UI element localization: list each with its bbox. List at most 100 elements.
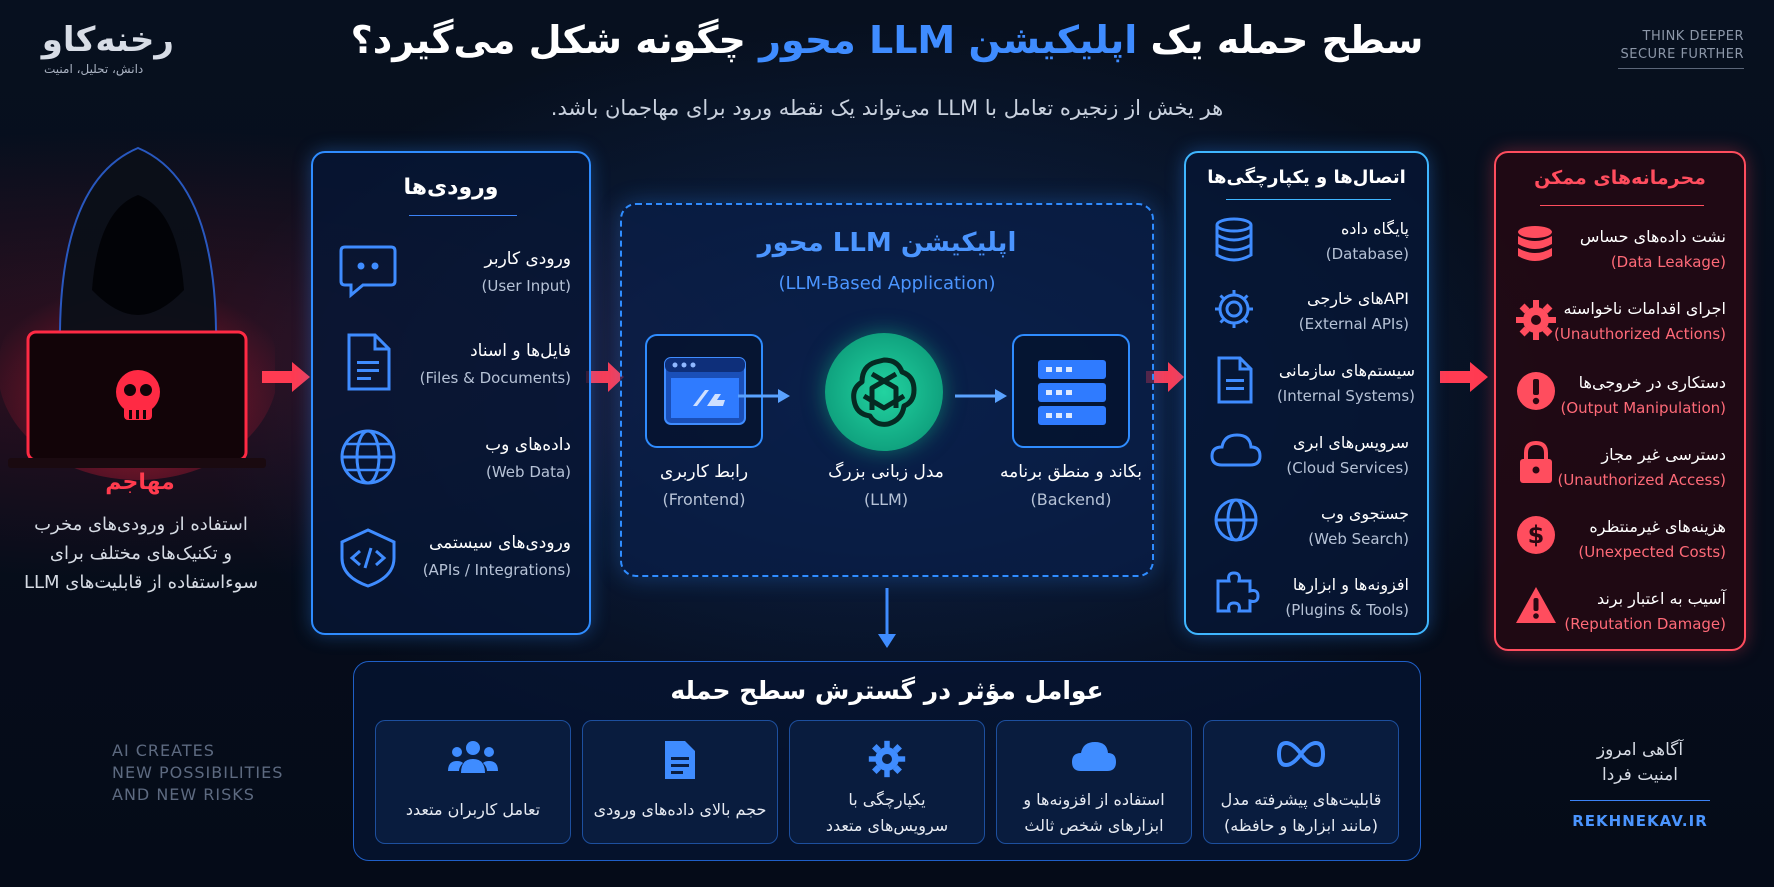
globe-icon: [340, 429, 396, 485]
llm-label: مدل زبانی بزرگ(LLM): [801, 462, 971, 509]
item-label-fa: APIهای خارجی: [1307, 289, 1409, 308]
globe-icon: [1214, 498, 1258, 542]
skull-icon: [116, 370, 160, 420]
title-underline: [1540, 205, 1704, 206]
factor-line: تعامل کاربران متعدد: [405, 800, 541, 819]
slogan-line: آگاهی امروز: [1596, 740, 1684, 760]
tagline-line: NEW POSSIBILITIES: [112, 763, 284, 782]
factor-line: (مانند ابزارها و حافظه): [1224, 816, 1378, 835]
browser-window-icon: [664, 357, 746, 425]
cloud-icon: [1072, 742, 1116, 771]
title-highlight: اپلیکیشن LLM محور: [759, 18, 1138, 62]
lock-icon: [1520, 441, 1552, 483]
warning-icon: [1516, 587, 1556, 623]
item-label-fa: ورودی‌های سیستمی: [428, 533, 571, 553]
connections-panel: اتصال‌ها و یکپارچگی‌ها پایگاه داده (Datab…: [1184, 151, 1429, 635]
brand-logo: رخنه‌کاو دانش، تحلیل، امنیت: [42, 20, 175, 76]
item-label-fa: فایل‌ها و اسناد: [470, 341, 571, 361]
frontend-node: [645, 334, 763, 448]
arrow-right-icon: [1146, 362, 1184, 392]
llm-node: [825, 333, 943, 451]
connections-title: اتصال‌ها و یکپارچگی‌ها: [1207, 167, 1406, 188]
item-label-en: (Web Search): [1308, 530, 1409, 548]
document-icon: [347, 333, 391, 391]
exclamation-icon: [1517, 372, 1555, 410]
item-label-fa: افزونه‌ها و ابزارها: [1292, 575, 1409, 594]
item-label-en: (User Input): [481, 277, 571, 295]
factor-line: حجم بالای داده‌های ورودی: [593, 800, 767, 819]
document-icon: [665, 741, 695, 779]
factor-card-multiple-users: تعامل کاربران متعدد: [375, 720, 571, 844]
item-label-fa: سرویس‌های ابری: [1293, 433, 1409, 452]
risk-item: نشت داده‌های حساس(Data Leakage): [1580, 227, 1726, 271]
arrow-right-icon: [738, 388, 790, 408]
backend-label: بکاند و منطق برنامه (Backend): [986, 462, 1156, 509]
svg-text:$: $: [1528, 521, 1545, 549]
infinity-icon: [1276, 740, 1326, 768]
node-label-fa: مدل زبانی بزرگ: [828, 462, 944, 482]
factor-text: حجم بالای داده‌های ورودی: [589, 797, 771, 823]
factor-text: استفاده از افزونه‌ها و ابزارهای شخص ثالث: [1003, 787, 1185, 839]
node-label-fa: بکاند و منطق برنامه: [1000, 462, 1142, 482]
code-icon: [340, 528, 396, 588]
gear-icon: [1215, 290, 1253, 328]
item-label-fa: نشت داده‌های حساس: [1579, 227, 1726, 246]
factor-line: یکپارچگی با: [848, 790, 926, 809]
slogan-line-2: SECURE FURTHER: [1620, 47, 1744, 62]
input-item-files: فایل‌ها و اسناد(Files & Documents): [420, 341, 571, 387]
title-part-2: چگونه شکل می‌گیرد؟: [350, 18, 746, 62]
item-label-en: (Web Data): [486, 463, 571, 481]
backend-node: [1012, 334, 1130, 448]
slogan-underline: [1618, 68, 1744, 69]
document-icon: [1217, 356, 1253, 404]
slogan-line: امنیت فردا: [1602, 765, 1678, 785]
item-label-en: (External APIs): [1298, 315, 1409, 333]
puzzle-icon: [1216, 571, 1260, 613]
cloud-icon: [1210, 433, 1262, 467]
ai-risks-tagline: AI CREATES NEW POSSIBILITIES AND NEW RIS…: [112, 740, 283, 806]
factors-title: عوامل مؤثر در گسترش سطح حمله: [670, 676, 1104, 705]
attacker-desc-line: استفاده از ورودی‌های مخرب: [34, 514, 248, 535]
item-label-fa: سیستم‌های سازمانی: [1278, 361, 1415, 380]
risk-item: دستکاری در خروجی‌ها(Output Manipulation): [1560, 373, 1726, 417]
chat-icon: [339, 245, 397, 299]
connection-item: APIهای خارجی (External APIs): [1299, 289, 1409, 333]
input-item-system: ورودی‌های سیستمی(APIs / Integrations): [423, 533, 571, 579]
divider: [1570, 800, 1710, 801]
arrow-right-icon: [262, 362, 310, 392]
slogan-line-1: THINK DEEPER: [1642, 29, 1744, 44]
title-part-1: سطح حمله یک: [1150, 18, 1424, 62]
node-label-en: (Backend): [1030, 490, 1112, 509]
factor-text: تعامل کاربران متعدد: [382, 797, 564, 823]
llm-app-title: اپلیکیشن LLM محور: [757, 228, 1017, 258]
arrow-right-icon: [586, 362, 624, 392]
item-label-en: (Database): [1325, 245, 1409, 263]
tagline-line: AND NEW RISKS: [112, 785, 255, 804]
input-item-web: داده‌های وب(Web Data): [485, 435, 571, 481]
item-label-fa: ورودی کاربر: [484, 249, 571, 269]
factor-card-input-volume: حجم بالای داده‌های ورودی: [582, 720, 778, 844]
website-link[interactable]: REKHNEKAV.IR: [1572, 812, 1708, 830]
factor-line: استفاده از افزونه‌ها و: [1023, 790, 1165, 809]
database-icon: [1518, 226, 1552, 261]
item-label-fa: آسیب به اعتبار برند: [1596, 589, 1726, 608]
node-label-fa: رابط کاربری: [659, 462, 749, 482]
item-label-fa: پایگاه داده: [1340, 219, 1409, 238]
inputs-title: ورودی‌ها: [403, 175, 499, 200]
page-title: سطح حمله یک اپلیکیشن LLM محور چگونه شکل …: [250, 18, 1524, 62]
arrow-right-icon: [1440, 362, 1488, 392]
arrow-right-icon: [955, 388, 1007, 408]
factor-line: ابزارهای شخص ثالث: [1024, 816, 1164, 835]
connection-item: پایگاه داده (Database): [1326, 219, 1409, 263]
connection-item: جستجوی وب(Web Search): [1308, 504, 1409, 548]
risk-item: آسیب به اعتبار برند(Reputation Damage): [1564, 589, 1726, 633]
item-label-en: (Unexpected Costs): [1578, 543, 1726, 561]
gear-icon: [1516, 300, 1556, 340]
factor-text: قابلیت‌های پیشرفته مدل(مانند ابزارها و ح…: [1210, 787, 1392, 839]
awareness-slogan: آگاهی امروز امنیت فردا: [1540, 738, 1740, 788]
page-subtitle: هر یخش از زنجیره تعامل با LLM می‌تواند ی…: [550, 96, 1224, 120]
hooded-hacker-illustration: [0, 146, 275, 480]
server-icon: [1038, 360, 1106, 425]
